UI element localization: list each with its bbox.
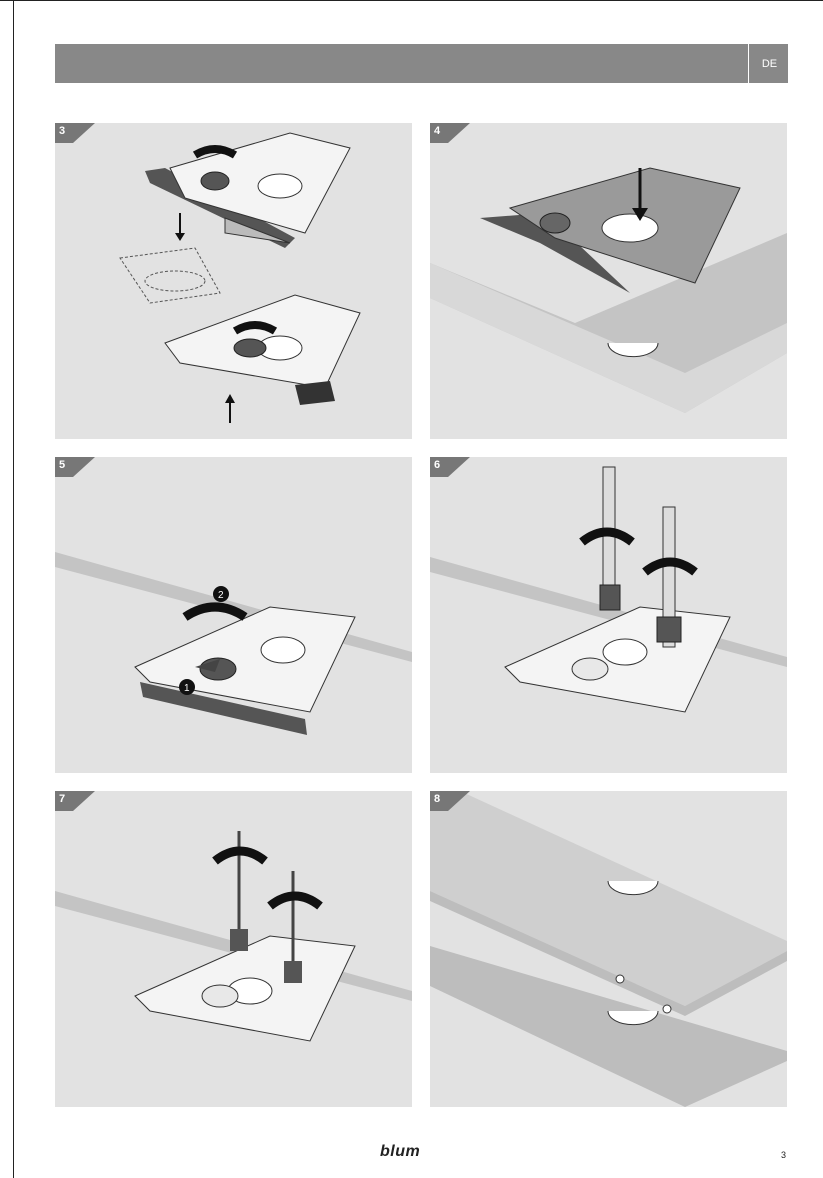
step-badge: 7 [55, 791, 95, 811]
finished-holes-illustration [430, 791, 787, 1107]
callout-1: 1 [184, 683, 190, 694]
instruction-panel-6: 6 [430, 457, 787, 773]
header-bar [55, 44, 748, 83]
step-number: 7 [59, 793, 65, 805]
instruction-panel-7: 7 [55, 791, 412, 1107]
instruction-panel-4: 4 [430, 123, 787, 439]
step-number: 8 [434, 793, 440, 805]
brand-logo: blum [380, 1143, 420, 1161]
step-badge: 8 [430, 791, 470, 811]
step-number: 6 [434, 459, 440, 471]
step-number: 3 [59, 125, 65, 137]
step-badge: 4 [430, 123, 470, 143]
callout-2: 2 [218, 590, 224, 601]
page-border-left [13, 0, 14, 1178]
instruction-panel-8: 8 [430, 791, 787, 1107]
stop-adjust-illustration: 2 1 [55, 457, 412, 773]
page-number: 3 [781, 1150, 786, 1160]
step-badge: 6 [430, 457, 470, 477]
drill-setup-illustration [430, 457, 787, 773]
drilling-illustration [55, 791, 412, 1107]
language-tab: DE [751, 44, 788, 83]
step-badge: 5 [55, 457, 95, 477]
step-number: 4 [434, 125, 440, 137]
instruction-panel-3: 3 [55, 123, 412, 439]
instruction-panel-5: 2 1 5 [55, 457, 412, 773]
jig-placement-illustration [430, 123, 787, 439]
jig-removal-illustration [55, 123, 412, 439]
step-number: 5 [59, 459, 65, 471]
step-badge: 3 [55, 123, 95, 143]
page-border-top [0, 0, 823, 1]
